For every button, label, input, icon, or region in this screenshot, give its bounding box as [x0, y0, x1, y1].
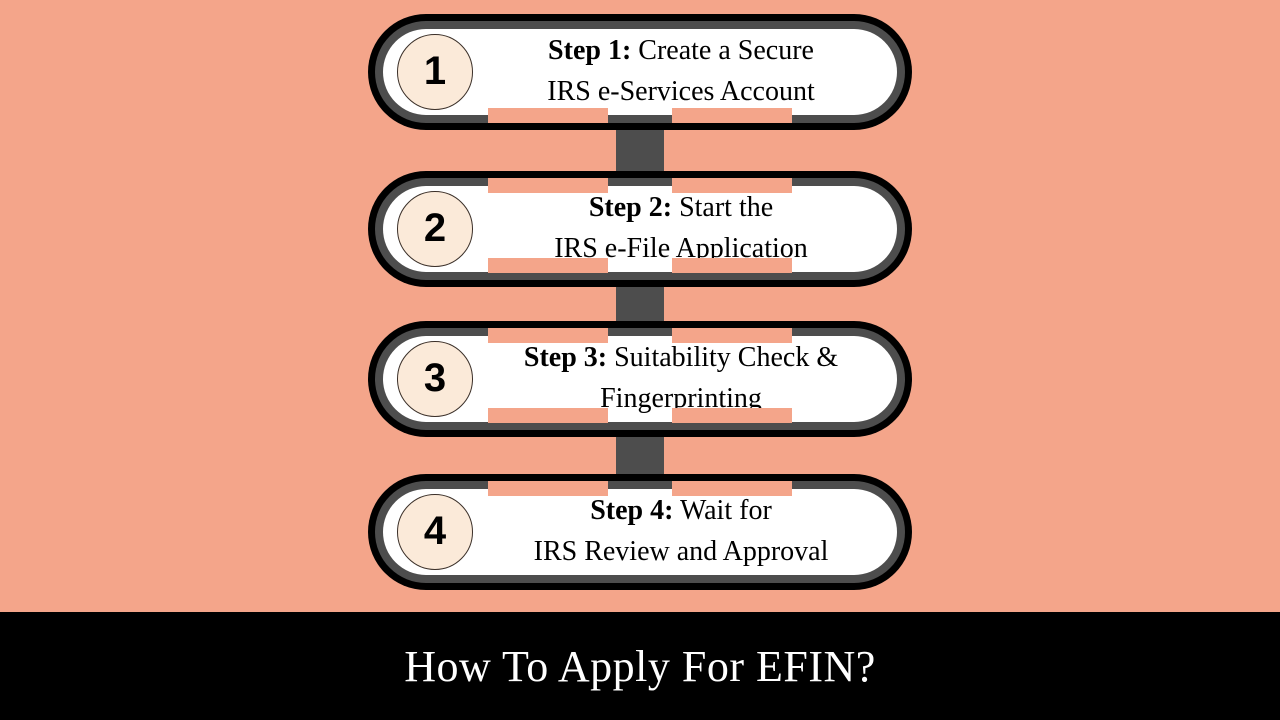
step-card-3-inner: 3 Step 3: Suitability Check & Fingerprin… [383, 336, 897, 422]
step-card-2-inner: 2 Step 2: Start the IRS e-File Applicati… [383, 186, 897, 272]
step-line1-1: Create a Secure [631, 35, 814, 67]
footer-title: How To Apply For EFIN? [404, 641, 876, 691]
notch-decoration [672, 178, 792, 193]
step-line1-4: Wait for [673, 495, 772, 527]
step-card-1-inner: 1 Step 1: Create a Secure IRS e-Services… [383, 29, 897, 115]
step-line1-3: Suitability Check & [607, 342, 839, 374]
step-text-1: Step 1: Create a Secure IRS e-Services A… [483, 31, 879, 113]
step-label-1: Step 1: [548, 35, 632, 67]
step-text-2: Step 2: Start the IRS e-File Application [483, 188, 879, 270]
step-label-3: Step 3: [523, 342, 608, 374]
step-line1-2: Start the [672, 192, 774, 224]
notch-decoration [672, 258, 792, 273]
step-number-badge-4: 4 [397, 494, 473, 570]
notch-decoration [672, 108, 792, 123]
step-label-2: Step 2: [588, 192, 673, 224]
step-line2-1: IRS e-Services Account [547, 76, 815, 107]
notch-decoration [488, 481, 608, 496]
footer-banner: How To Apply For EFIN? [0, 612, 1280, 720]
step-card-2[interactable]: 2 Step 2: Start the IRS e-File Applicati… [368, 171, 912, 287]
step-number-1: 1 [423, 48, 447, 93]
notch-decoration [672, 408, 792, 423]
step-number-badge-1: 1 [397, 34, 473, 110]
step-number-3: 3 [423, 355, 447, 400]
notch-decoration [488, 258, 608, 273]
step-text-3: Step 3: Suitability Check & Fingerprinti… [483, 338, 879, 420]
step-number-badge-3: 3 [397, 341, 473, 417]
notch-decoration [672, 328, 792, 343]
step-card-3[interactable]: 3 Step 3: Suitability Check & Fingerprin… [368, 321, 912, 437]
notch-decoration [488, 178, 608, 193]
step-card-4-inner: 4 Step 4: Wait for IRS Review and Approv… [383, 489, 897, 575]
step-line2-4: IRS Review and Approval [533, 536, 829, 567]
step-card-4[interactable]: 4 Step 4: Wait for IRS Review and Approv… [368, 474, 912, 590]
step-text-4: Step 4: Wait for IRS Review and Approval [483, 491, 879, 573]
step-label-4: Step 4: [590, 495, 674, 527]
step-number-badge-2: 2 [397, 191, 473, 267]
notch-decoration [488, 108, 608, 123]
notch-decoration [488, 328, 608, 343]
step-card-4-ring: 4 Step 4: Wait for IRS Review and Approv… [375, 481, 905, 583]
step-card-1[interactable]: 1 Step 1: Create a Secure IRS e-Services… [368, 14, 912, 130]
notch-decoration [488, 408, 608, 423]
step-number-2: 2 [423, 205, 447, 250]
step-card-1-ring: 1 Step 1: Create a Secure IRS e-Services… [375, 21, 905, 123]
steps-flowchart: 1 Step 1: Create a Secure IRS e-Services… [368, 14, 912, 590]
step-number-4: 4 [423, 508, 447, 553]
step-card-3-ring: 3 Step 3: Suitability Check & Fingerprin… [375, 328, 905, 430]
step-card-2-ring: 2 Step 2: Start the IRS e-File Applicati… [375, 178, 905, 280]
notch-decoration [672, 481, 792, 496]
